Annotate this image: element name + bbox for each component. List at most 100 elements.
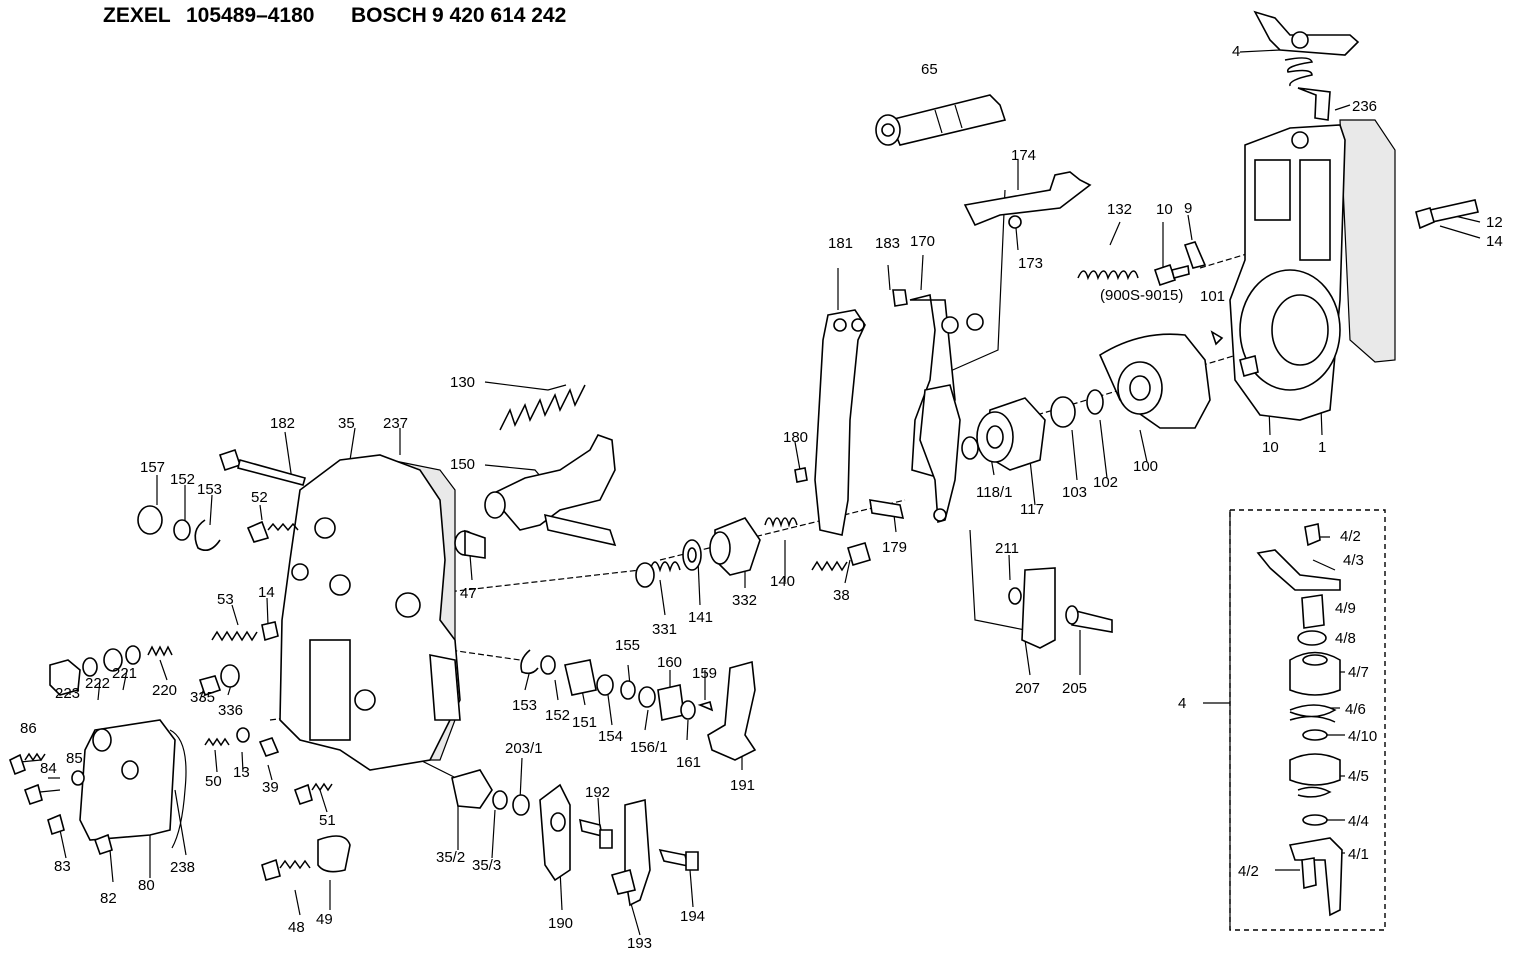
label-130: 130 [450,374,475,391]
part-65-sleeve [875,94,1007,146]
label-4-8: 4/8 [1335,630,1356,647]
label-4-5: 4/5 [1348,768,1369,785]
label-151: 151 [572,714,597,731]
label-4-6: 4/6 [1345,701,1366,718]
label-173: 173 [1018,255,1043,272]
label-52: 52 [251,489,268,506]
label-132: 132 [1107,201,1132,218]
header-zexel-brand: ZEXEL [103,4,171,27]
label-140: 140 [770,573,795,590]
part-1-housing [1229,119,1396,421]
part-181-lever [814,289,908,536]
label-331: 331 [652,621,677,638]
label-170: 170 [910,233,935,250]
label-102: 102 [1093,474,1118,491]
label-4-2b: 4/2 [1238,863,1259,880]
label-35: 35 [338,415,355,432]
label-211: 211 [995,540,1019,557]
header-bosch-brand: BOSCH [351,4,427,27]
part-132-spring [1077,270,1139,281]
part-labels: 4 65 236 174 132 10 9 12 14 173 181 183 … [20,43,1503,952]
label-49: 49 [316,911,333,928]
label-65: 65 [921,61,938,78]
label-141: 141 [688,609,713,626]
parts-335-336 [198,664,240,697]
label-101: 101 [1200,288,1225,305]
part-174-bracket [963,171,1092,229]
part-103-sleeve [1050,389,1104,428]
part-80-cover-plate [9,719,187,856]
label-900s: (900S-9015) [1100,287,1183,304]
parts-35-2-35-3 [451,769,530,816]
label-153a: 153 [197,481,222,498]
part-170-lever [909,294,984,524]
label-191: 191 [730,777,755,794]
label-84: 84 [40,760,57,777]
part-180-nut [794,467,808,483]
label-174: 174 [1011,147,1036,164]
label-118-1: 118/1 [976,484,1012,501]
parts-223-220 [49,645,173,696]
label-13: 13 [233,764,250,781]
label-14a: 14 [1486,233,1503,250]
label-152b: 152 [545,707,570,724]
label-205: 205 [1062,680,1087,697]
label-39: 39 [262,779,279,796]
parts-157-152-153 [137,505,221,551]
label-192: 192 [585,784,610,801]
label-47: 47 [460,585,477,602]
label-4-7: 4/7 [1348,664,1369,681]
part-52-bolt [246,520,299,543]
label-223: 223 [55,685,80,702]
label-153b: 153 [512,697,537,714]
label-117: 117 [1020,501,1044,518]
part-182-bolt [218,448,306,486]
label-4b: 4 [1178,695,1186,712]
label-335: 335 [190,689,215,706]
label-1: 1 [1318,439,1326,456]
label-51: 51 [319,812,336,829]
label-82: 82 [100,890,117,907]
label-160: 160 [657,654,682,671]
label-237: 237 [383,415,408,432]
label-14b: 14 [258,584,275,601]
part-117-sleeve [961,397,1046,471]
label-12: 12 [1486,214,1503,231]
part-207-lever [1008,567,1113,649]
label-4-1: 4/1 [1348,846,1369,863]
label-194: 194 [680,908,705,925]
label-182: 182 [270,415,295,432]
label-83: 83 [54,858,71,875]
label-100: 100 [1133,458,1158,475]
part-4-detail-box [1229,509,1386,931]
parts-151-161 [520,649,714,721]
label-4-4: 4/4 [1348,813,1369,830]
label-222: 222 [85,675,110,692]
label-150: 150 [450,456,475,473]
part-191-bracket [707,660,757,761]
label-35-3: 35/3 [472,857,501,874]
label-50: 50 [205,773,222,790]
label-10a: 10 [1156,201,1173,218]
label-80: 80 [138,877,155,894]
part-35-governor-cover [279,454,461,771]
part-130-spring [499,384,586,431]
label-179: 179 [882,539,907,556]
label-10b: 10 [1262,439,1279,456]
part-53-stud [211,621,279,642]
label-152a: 152 [170,471,195,488]
part-47-plug [454,529,486,559]
label-183: 183 [875,235,900,252]
part-100-flyweight [1098,333,1211,429]
label-4-3: 4/3 [1343,552,1364,569]
label-48: 48 [288,919,305,936]
label-336: 336 [218,702,243,719]
label-220: 220 [152,682,177,699]
label-236: 236 [1352,98,1377,115]
part-4-detail-parts [1256,523,1343,917]
part-38-bolt [811,542,871,572]
label-4: 4 [1232,43,1240,60]
label-156-1: 156/1 [630,739,668,756]
part-150-lever-shaft [484,434,617,547]
label-181: 181 [828,235,853,252]
